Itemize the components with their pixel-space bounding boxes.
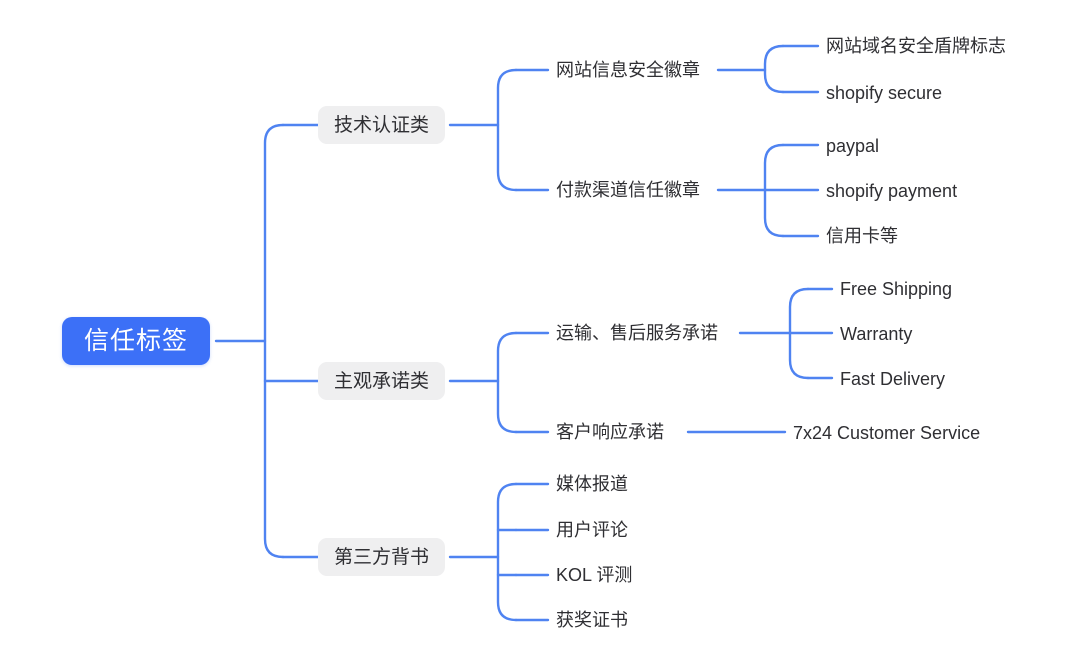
mindmap-leaf-label: 媒体报道	[556, 474, 628, 494]
mindmap-leaf-label: shopify payment	[826, 181, 958, 201]
mindmap-node-shipping-promise[interactable]: 运输、售后服务承诺	[556, 320, 718, 346]
mindmap-node-security-badge[interactable]: 网站信息安全徽章	[556, 57, 700, 83]
mindmap-leaf-label: 网站域名安全盾牌标志	[826, 36, 1006, 56]
mindmap-leaf-label: Fast Delivery	[840, 369, 946, 389]
mindmap-leaf-label: paypal	[826, 136, 880, 156]
mindmap-leaf-label: shopify secure	[826, 83, 943, 103]
edge-payment-trunk	[763, 143, 785, 238]
mindmap-leaf-user-reviews[interactable]: 用户评论	[556, 517, 628, 543]
mindmap-branch-node-third-party[interactable]: 第三方背书	[318, 538, 446, 576]
mindmap-branch-label: 第三方背书	[334, 546, 430, 568]
mindmap-leaf-label: 获奖证书	[556, 610, 628, 630]
mindmap-leaf-label: 信用卡等	[826, 226, 898, 246]
mindmap-node-label: 网站信息安全徽章	[556, 60, 700, 80]
mindmap-node-label: 客户响应承诺	[556, 422, 664, 442]
mindmap-leaf-award-certificate[interactable]: 获奖证书	[556, 607, 628, 633]
mindmap-leaf-warranty[interactable]: Warranty	[840, 321, 912, 347]
mindmap-branch-node-tech[interactable]: 技术认证类	[318, 106, 446, 144]
mindmap-leaf-label: KOL 评测	[556, 565, 633, 585]
edge-security-trunk	[763, 44, 785, 94]
edge-shipping-trunk	[788, 287, 810, 380]
edge-tech-trunk	[496, 68, 518, 192]
mindmap-leaf-label: Warranty	[840, 324, 913, 344]
mindmap-leaf-paypal[interactable]: paypal	[826, 133, 879, 159]
mindmap-leaf-credit-card[interactable]: 信用卡等	[826, 223, 898, 249]
mindmap-root-label: 信任标签	[84, 326, 189, 355]
mindmap-node-payment-badge[interactable]: 付款渠道信任徽章	[556, 177, 700, 203]
mindmap-leaf-shopify-secure[interactable]: shopify secure	[826, 80, 942, 106]
mindmap-leaf-shopify-payment[interactable]: shopify payment	[826, 178, 957, 204]
mindmap-leaf-label: 7x24 Customer Service	[793, 423, 981, 443]
mindmap-leaf-label: Free Shipping	[840, 279, 953, 299]
mindmap-node-label: 付款渠道信任徽章	[556, 180, 700, 200]
mindmap-root-node[interactable]: 信任标签	[62, 317, 211, 365]
mindmap-leaf-customer-service[interactable]: 7x24 Customer Service	[793, 420, 980, 446]
mindmap-node-support-promise[interactable]: 客户响应承诺	[556, 419, 664, 445]
mindmap-branch-node-promise[interactable]: 主观承诺类	[318, 362, 446, 400]
edge-main-trunk	[263, 123, 285, 559]
mindmap-leaf-domain-shield[interactable]: 网站域名安全盾牌标志	[826, 33, 1006, 59]
edge-promise-trunk	[496, 331, 518, 434]
edge-third-trunk	[496, 482, 518, 622]
mindmap-leaf-kol-review[interactable]: KOL 评测	[556, 562, 632, 588]
mindmap-leaf-fast-delivery[interactable]: Fast Delivery	[840, 366, 945, 392]
mindmap-leaf-free-shipping[interactable]: Free Shipping	[840, 276, 952, 302]
mindmap-branch-label: 技术认证类	[334, 114, 430, 136]
mindmap-leaf-media-coverage[interactable]: 媒体报道	[556, 471, 628, 497]
mindmap-leaf-label: 用户评论	[556, 520, 628, 540]
mindmap-node-label: 运输、售后服务承诺	[556, 323, 718, 343]
mindmap-branch-label: 主观承诺类	[334, 370, 430, 392]
